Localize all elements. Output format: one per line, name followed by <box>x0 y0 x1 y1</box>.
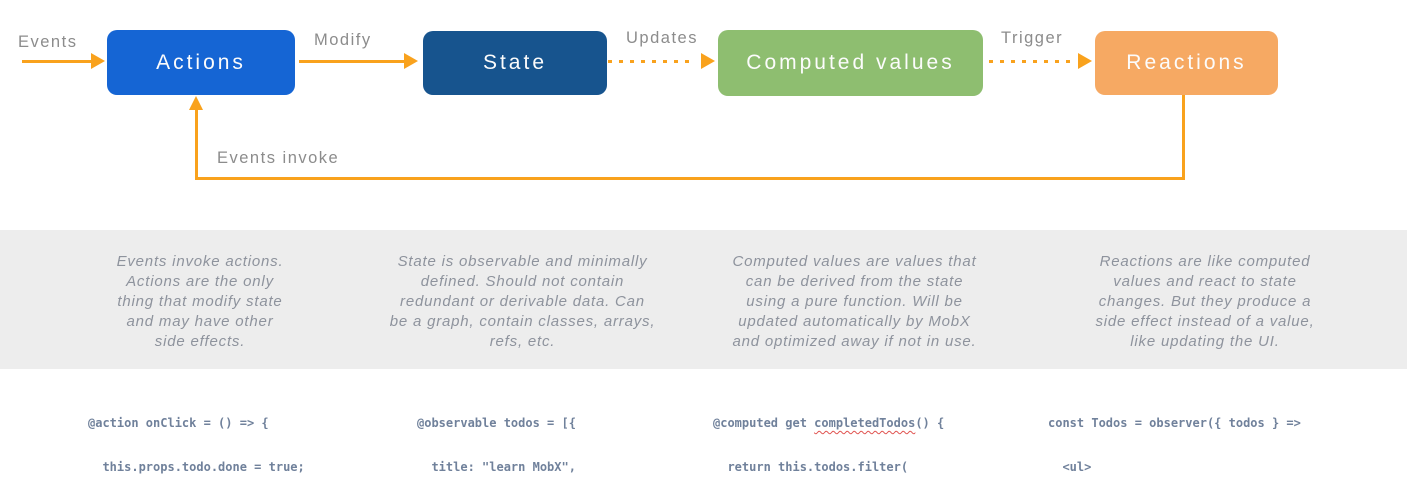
description-line: be a graph, contain classes, arrays, <box>389 313 656 330</box>
arrow-modify-head-icon <box>404 53 418 69</box>
description-line: defined. Should not contain <box>420 273 625 290</box>
code-line: title: "learn MobX", <box>417 459 576 474</box>
description-line: State is observable and minimally <box>397 253 648 270</box>
arrow-trigger-head-icon <box>1078 53 1092 69</box>
arrow-updates-head-icon <box>701 53 715 69</box>
arrow-modify-line <box>299 60 405 63</box>
description-line: values and react to state <box>1113 273 1297 290</box>
description-line: using a pure function. Will be <box>746 293 963 310</box>
feedback-arrow-head-icon <box>189 96 203 110</box>
description-line: and optimized away if not in use. <box>732 333 977 350</box>
code-snippet-observer: const Todos = observer({ todos } => <ul>… <box>1048 387 1323 483</box>
code-line: @observable todos = [{ <box>417 416 576 430</box>
description-line: can be derived from the state <box>745 273 964 290</box>
edge-label-events: Events <box>18 33 78 51</box>
node-computed-values-label: Computed values <box>746 51 955 74</box>
code-text: @computed get <box>713 416 815 430</box>
description-line: refs, etc. <box>489 333 556 350</box>
node-state-label: State <box>482 51 548 74</box>
code-snippet-computed: @computed get completedTodos() { return … <box>713 387 944 483</box>
description-line: Computed values are values that <box>732 253 977 270</box>
description-actions: Events invoke actions. Actions are the o… <box>55 252 345 352</box>
description-reactions: Reactions are like computed values and r… <box>1040 252 1370 352</box>
description-line: Actions are the only <box>126 273 274 290</box>
descriptions-band <box>0 230 1407 369</box>
description-line: updated automatically by MobX <box>738 313 971 330</box>
code-text: () { <box>915 416 945 430</box>
code-line: @computed get completedTodos() { <box>713 416 944 431</box>
code-snippet-observable: @observable todos = [{ title: "learn Mob… <box>417 387 576 483</box>
description-line: thing that modify state <box>117 293 283 310</box>
node-reactions-label: Reactions <box>1126 51 1247 74</box>
description-state: State is observable and minimally define… <box>350 252 695 352</box>
code-line: this.props.todo.done = true; <box>88 459 305 474</box>
arrow-trigger-dotted-line <box>989 60 1077 63</box>
code-line: @action onClick = () => { <box>88 416 269 430</box>
description-line: and may have other <box>126 313 274 330</box>
edge-label-trigger: Trigger <box>1001 29 1064 47</box>
description-computed-values: Computed values are values that can be d… <box>697 252 1012 352</box>
description-line: Events invoke actions. <box>116 253 284 270</box>
description-line: changes. But they produce a <box>1098 293 1312 310</box>
description-line: Reactions are like computed <box>1099 253 1311 270</box>
feedback-line-left-vertical <box>195 105 198 180</box>
description-line: side effects. <box>154 333 246 350</box>
node-reactions: Reactions <box>1095 31 1278 95</box>
spellcheck-underlined-token: completedTodos <box>814 416 916 430</box>
code-line: <ul> <box>1048 459 1092 474</box>
arrow-events-line <box>22 60 92 63</box>
description-line: like updating the UI. <box>1130 333 1280 350</box>
node-computed-values: Computed values <box>718 30 983 96</box>
arrow-updates-dotted-line <box>608 60 696 63</box>
node-actions: Actions <box>107 30 295 95</box>
code-line: return this.todos.filter( <box>713 459 909 474</box>
feedback-line-right-vertical <box>1182 95 1185 180</box>
arrow-events-head-icon <box>91 53 105 69</box>
edge-label-updates: Updates <box>626 29 698 47</box>
edge-label-modify: Modify <box>314 31 372 49</box>
description-line: side effect instead of a value, <box>1095 313 1315 330</box>
node-actions-label: Actions <box>156 50 246 74</box>
description-line: redundant or derivable data. Can <box>400 293 645 310</box>
feedback-line-horizontal <box>195 177 1185 180</box>
code-line: const Todos = observer({ todos } => <box>1048 416 1301 430</box>
node-state: State <box>423 31 607 95</box>
edge-label-events-invoke: Events invoke <box>217 149 340 167</box>
code-snippet-action: @action onClick = () => { this.props.tod… <box>88 387 305 483</box>
